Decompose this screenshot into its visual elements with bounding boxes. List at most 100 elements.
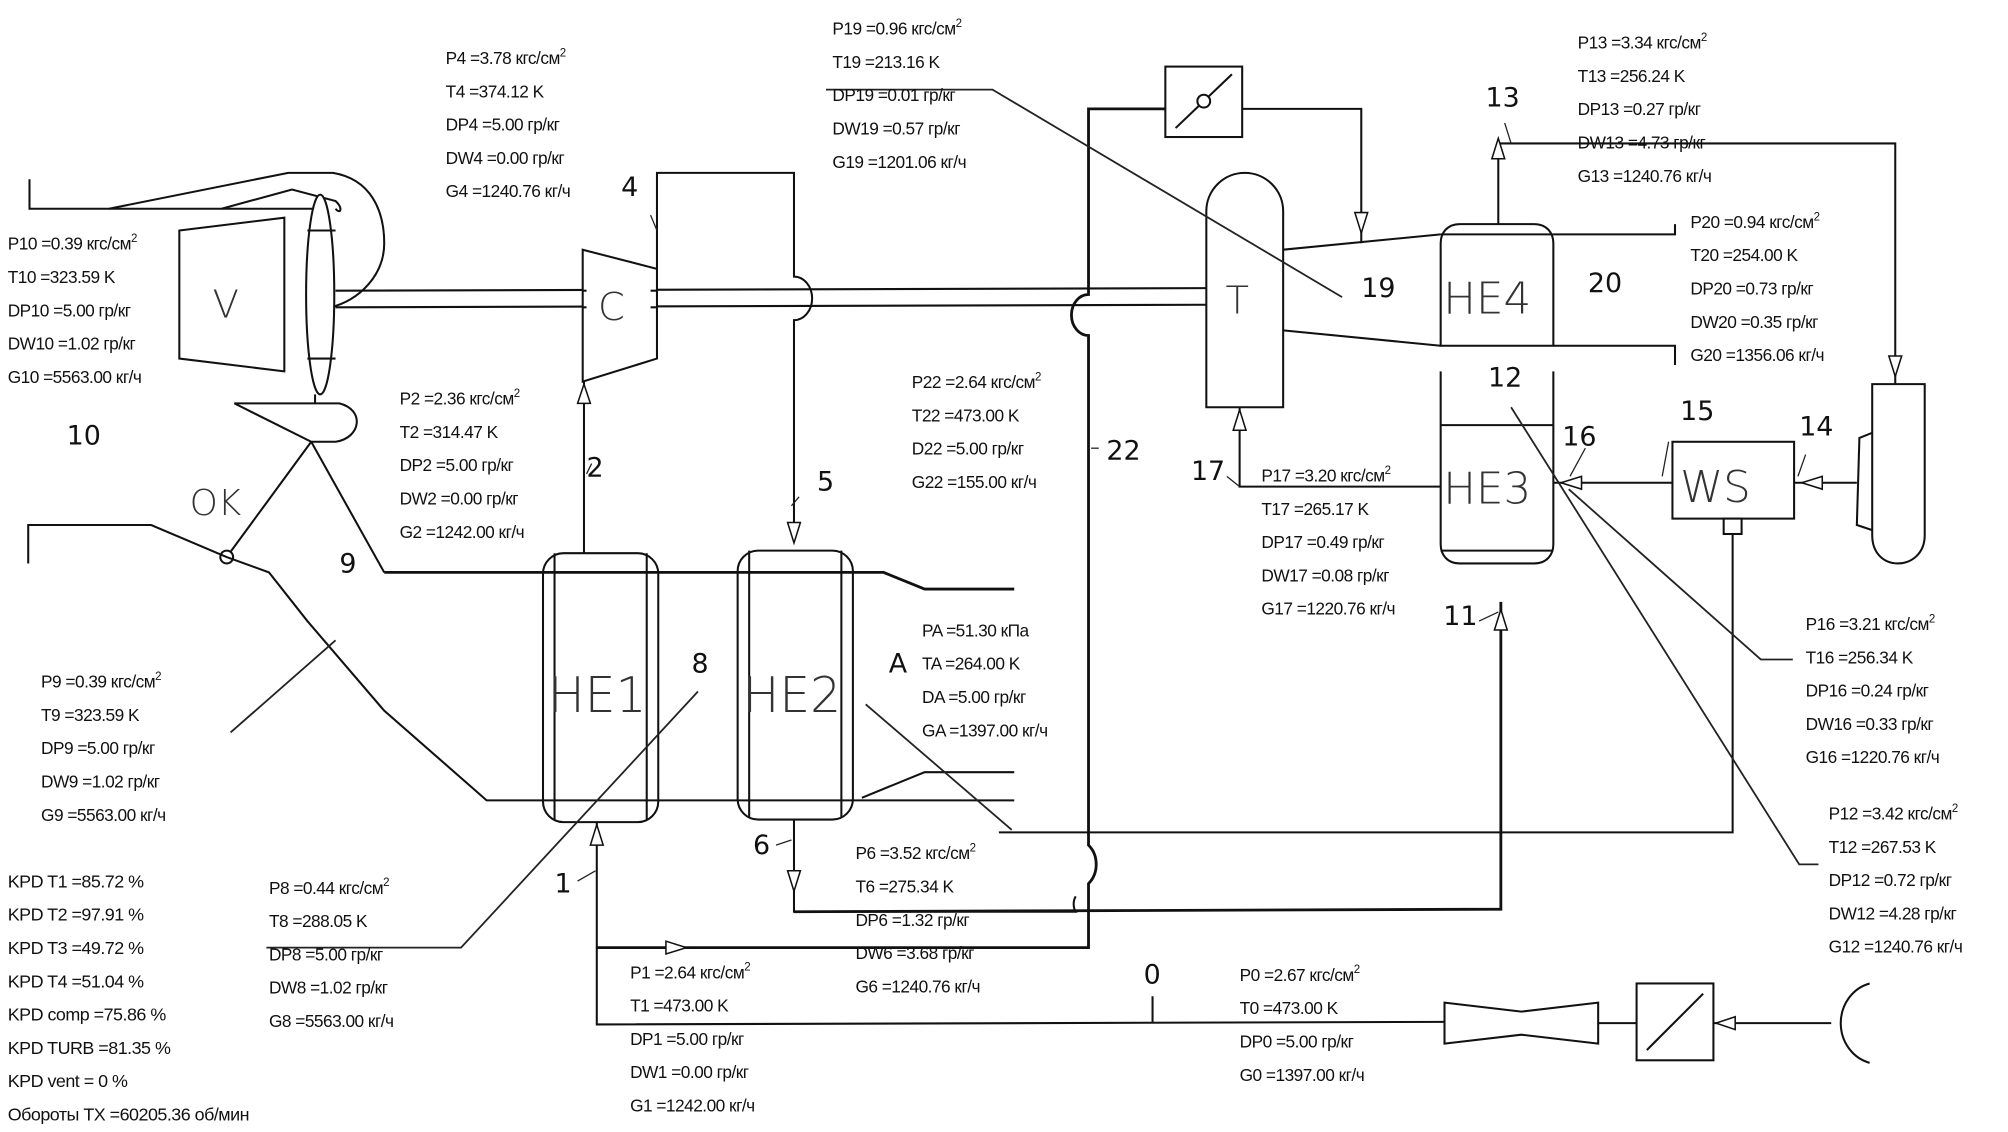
pipe-4-5 bbox=[655, 171, 814, 538]
param-line: G20 =1356.06 кг/ч bbox=[1690, 345, 1824, 365]
param-line: G13 =1240.76 кг/ч bbox=[1578, 166, 1712, 186]
param-line: G16 =1220.76 кг/ч bbox=[1806, 747, 1940, 767]
node-20: 20 bbox=[1588, 268, 1622, 299]
condensate-tank bbox=[1855, 383, 1926, 565]
node-22: 22 bbox=[1106, 436, 1140, 467]
param-line: G19 =1201.06 кг/ч bbox=[832, 152, 966, 172]
node-15: 15 bbox=[1680, 396, 1714, 427]
he1-label: HE1 bbox=[548, 668, 646, 724]
param-line: DP13 =0.27 гр/кг bbox=[1578, 99, 1701, 119]
param-line: G17 =1220.76 кг/ч bbox=[1261, 599, 1395, 619]
cooler-label: OK bbox=[190, 483, 242, 524]
param-line: T19 =213.16 K bbox=[832, 52, 940, 72]
param-line: P16 =3.21 кгс/см2 bbox=[1806, 613, 1935, 634]
param-line: DW13 =4.73 гр/кг bbox=[1578, 133, 1706, 153]
param-line: DW9 =1.02 гр/кг bbox=[41, 772, 160, 792]
param-line: GA =1397.00 кг/ч bbox=[922, 720, 1048, 740]
heat-exchanger-he2: HE2 bbox=[736, 549, 854, 821]
node-8: 8 bbox=[692, 648, 709, 679]
param-line: DP4 =5.00 гр/кг bbox=[446, 115, 560, 135]
he4-label: HE4 bbox=[1443, 275, 1531, 325]
ram-air-inlet bbox=[27, 523, 1015, 802]
shaft bbox=[335, 287, 1207, 309]
param-line: G1 =1242.00 кг/ч bbox=[630, 1096, 755, 1116]
heat-exchanger-he4: HE4 bbox=[1439, 223, 1555, 347]
he2-label: HE2 bbox=[743, 668, 841, 724]
compressor: C bbox=[581, 248, 658, 383]
param-line: DW17 =0.08 гр/кг bbox=[1261, 565, 1389, 585]
param-line: G2 =1242.00 кг/ч bbox=[400, 522, 525, 542]
param-line: G0 =1397.00 кг/ч bbox=[1240, 1065, 1365, 1085]
param-line: T2 =314.47 K bbox=[400, 422, 499, 442]
kpd-line: KPD T2 =97.91 % bbox=[8, 905, 144, 925]
param-line: G22 =155.00 кг/ч bbox=[912, 472, 1037, 492]
param-line: T0 =473.00 K bbox=[1240, 998, 1339, 1018]
inlet-filter bbox=[1635, 982, 1715, 1062]
param-line: G8 =5563.00 кг/ч bbox=[269, 1011, 394, 1031]
kpd-line: KPD T1 =85.72 % bbox=[8, 871, 144, 891]
heat-exchanger-he3: HE3 bbox=[1439, 371, 1555, 565]
kpd-line: KPD TURB =81.35 % bbox=[8, 1038, 171, 1058]
param-line: DW2 =0.00 гр/кг bbox=[400, 489, 519, 509]
param-line: P10 =0.39 кгс/см2 bbox=[8, 233, 137, 254]
ventilator: V bbox=[178, 193, 336, 396]
param-line: DP2 =5.00 гр/кг bbox=[400, 455, 514, 475]
node-labels: 4 2 5 8 9 10 6 1 0 22 A 19 20 13 12 15 1… bbox=[67, 82, 1834, 990]
param-line: T9 =323.59 K bbox=[41, 705, 140, 725]
pipe-9 bbox=[384, 570, 1015, 591]
param-line: DW4 =0.00 гр/кг bbox=[446, 148, 565, 168]
param-line: T10 =323.59 K bbox=[8, 267, 116, 287]
kpd-line: KPD comp =75.86 % bbox=[8, 1005, 167, 1025]
inlet-nozzle bbox=[1443, 1001, 1600, 1045]
param-line: DP10 =5.00 гр/кг bbox=[8, 300, 131, 320]
param-line: T4 =374.12 K bbox=[446, 81, 545, 101]
param-line: DW10 =1.02 гр/кг bbox=[8, 334, 136, 354]
param-line: DP17 =0.49 гр/кг bbox=[1261, 532, 1384, 552]
node-10: 10 bbox=[67, 420, 101, 451]
node-4: 4 bbox=[621, 172, 638, 203]
param-line: DP16 =0.24 гр/кг bbox=[1806, 681, 1929, 701]
param-line: DW20 =0.35 гр/кг bbox=[1690, 312, 1818, 332]
param-line: T8 =288.05 K bbox=[269, 911, 368, 931]
param-line: P17 =3.20 кгс/см2 bbox=[1261, 465, 1390, 486]
node-19: 19 bbox=[1361, 273, 1395, 304]
ventilator-label: V bbox=[213, 283, 239, 328]
node-17: 17 bbox=[1191, 456, 1225, 487]
node-12: 12 bbox=[1488, 363, 1522, 394]
param-line: T12 =267.53 K bbox=[1829, 837, 1937, 857]
param-line: P0 =2.67 кгс/см2 bbox=[1240, 964, 1360, 985]
pipe-22-bypass bbox=[596, 107, 1166, 950]
param-line: P13 =3.34 кгс/см2 bbox=[1578, 32, 1707, 53]
param-line: DP6 =1.32 гр/кг bbox=[855, 910, 969, 930]
node-16: 16 bbox=[1562, 422, 1596, 453]
param-line: P19 =0.96 кгс/см2 bbox=[832, 18, 961, 39]
node-11: 11 bbox=[1443, 601, 1477, 632]
node-2: 2 bbox=[587, 452, 604, 483]
param-line: P20 =0.94 кгс/см2 bbox=[1690, 211, 1819, 232]
param-line: DP8 =5.00 гр/кг bbox=[269, 944, 383, 964]
pipe-6-to-11 bbox=[793, 601, 1503, 914]
turbine: T bbox=[1205, 171, 1285, 409]
water-separator: WS bbox=[1671, 440, 1796, 536]
param-line: T16 =256.34 K bbox=[1806, 647, 1914, 667]
param-line: PA =51.30 кПа bbox=[922, 620, 1029, 640]
param-line: DW1 =0.00 гр/кг bbox=[630, 1062, 749, 1082]
param-line: DW16 =0.33 гр/кг bbox=[1806, 714, 1934, 734]
param-line: G4 =1240.76 кг/ч bbox=[446, 181, 571, 201]
kpd-line: KPD T4 =51.04 % bbox=[8, 971, 144, 991]
param-line: P9 =0.39 кгс/см2 bbox=[41, 671, 161, 692]
heat-exchanger-he1: HE1 bbox=[541, 552, 660, 824]
